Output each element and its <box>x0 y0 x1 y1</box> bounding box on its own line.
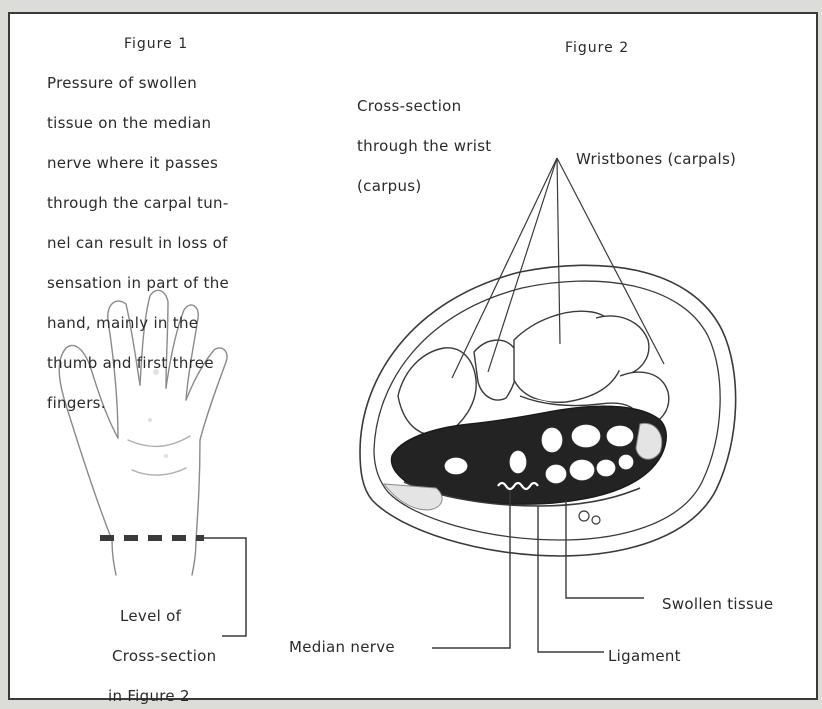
swollen-tissue-label: Swollen tissue <box>662 594 773 614</box>
level-label-line: in Figure 2 <box>108 686 212 706</box>
subtitle-line: Cross-section <box>357 96 492 116</box>
caption-line: hand, mainly in the <box>47 313 229 333</box>
subtitle-line: through the wrist <box>357 136 492 156</box>
hand-outline <box>59 290 227 575</box>
caption-line: fingers. <box>47 393 229 413</box>
level-of-cross-section-label: Level of Cross-section in Figure 2 <box>112 606 216 666</box>
caption-line: thumb and first three <box>47 353 229 373</box>
caption-line: Pressure of swollen <box>47 73 229 93</box>
caption-line: through the carpal tun- <box>47 193 229 213</box>
caption-line: tissue on the median <box>47 113 229 133</box>
figure2-title: Figure 2 <box>565 38 629 58</box>
blood-vessels <box>579 511 600 524</box>
subtitle-line: (carpus) <box>357 176 492 196</box>
ligament-label: Ligament <box>608 646 681 666</box>
figure1-caption: Pressure of swollen tissue on the median… <box>47 73 229 253</box>
figure1-title: Figure 1 <box>124 34 188 54</box>
level-label-line: Cross-section <box>112 646 216 666</box>
wristbones-label: Wristbones (carpals) <box>576 149 736 169</box>
hand-shading <box>148 369 168 458</box>
level-label-line: Level of <box>120 606 224 626</box>
figure2-subtitle: Cross-section through the wrist (carpus) <box>357 96 492 156</box>
median-nerve-label: Median nerve <box>289 637 395 657</box>
caption-line: sensation in part of the <box>47 273 229 293</box>
label-leader-lines <box>432 490 644 652</box>
caption-line: nel can result in loss of <box>47 233 229 253</box>
caption-line: nerve where it passes <box>47 153 229 173</box>
